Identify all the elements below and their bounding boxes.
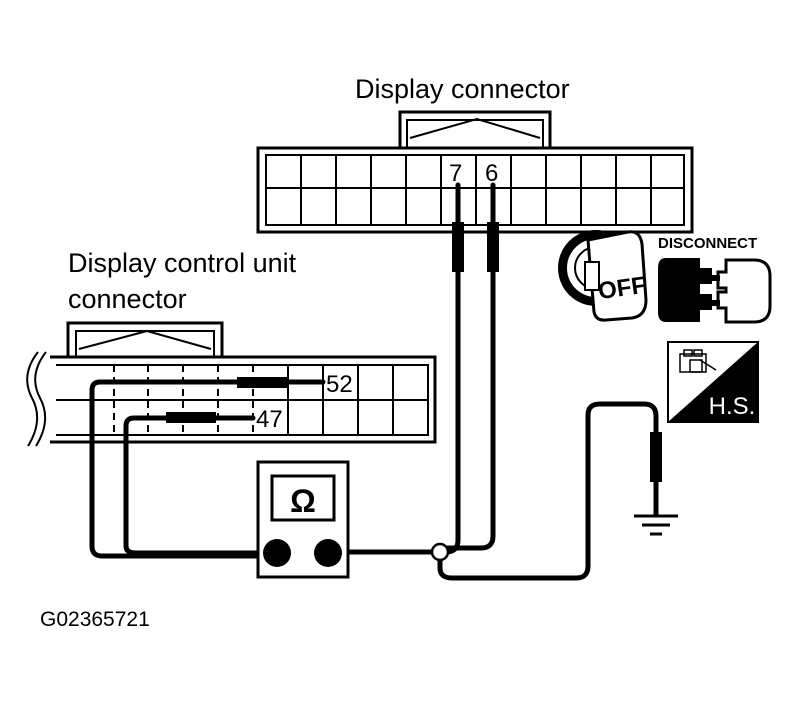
harness-side-icon: H.S. — [667, 341, 759, 423]
display-connector-grid — [266, 155, 684, 225]
ohmmeter-terminal-left — [263, 539, 291, 567]
pin-label-52: 52 — [326, 371, 353, 398]
pin-label-6: 6 — [485, 160, 498, 187]
ohm-symbol: Ω — [290, 483, 316, 519]
ignition-key-off-icon: OFF — [558, 230, 648, 322]
probe-tip-ground — [650, 432, 662, 482]
pin-label-7: 7 — [449, 160, 462, 187]
key-off-text: OFF — [596, 272, 647, 305]
control-unit-connector: Display control unit connector 52 47 — [26, 248, 437, 447]
lead-pin-52 — [89, 379, 326, 559]
lead-ground — [437, 401, 659, 581]
probe-tip-pin-6 — [487, 222, 499, 272]
probe-tip-pin-7 — [452, 222, 464, 272]
display-connector-title: Display connector — [355, 74, 570, 104]
control-unit-grid — [56, 365, 428, 435]
disconnect-icon: DISCONNECT — [658, 235, 772, 324]
ohmmeter-terminal-right — [314, 539, 342, 567]
pin-label-47: 47 — [256, 406, 283, 433]
ohmmeter: Ω — [256, 460, 350, 579]
figure-id: G02365721 — [40, 608, 150, 631]
control-unit-title-line2: connector — [68, 284, 187, 314]
test-leads — [89, 182, 659, 581]
probe-tip-pin-52 — [237, 377, 287, 388]
control-unit-title-line1: Display control unit — [68, 248, 297, 278]
wire-junction — [430, 542, 450, 562]
probe-tip-pin-47 — [166, 412, 216, 423]
harness-side-label: H.S. — [709, 393, 756, 420]
ground-symbol-icon — [634, 482, 678, 536]
lead-pin-6 — [445, 182, 496, 551]
probe-tips — [166, 222, 662, 482]
ohmmeter-display — [270, 474, 336, 522]
display-connector: Display connector 7 6 — [256, 74, 694, 234]
disconnect-label: DISCONNECT — [658, 235, 757, 252]
lead-pin-47 — [123, 415, 281, 556]
